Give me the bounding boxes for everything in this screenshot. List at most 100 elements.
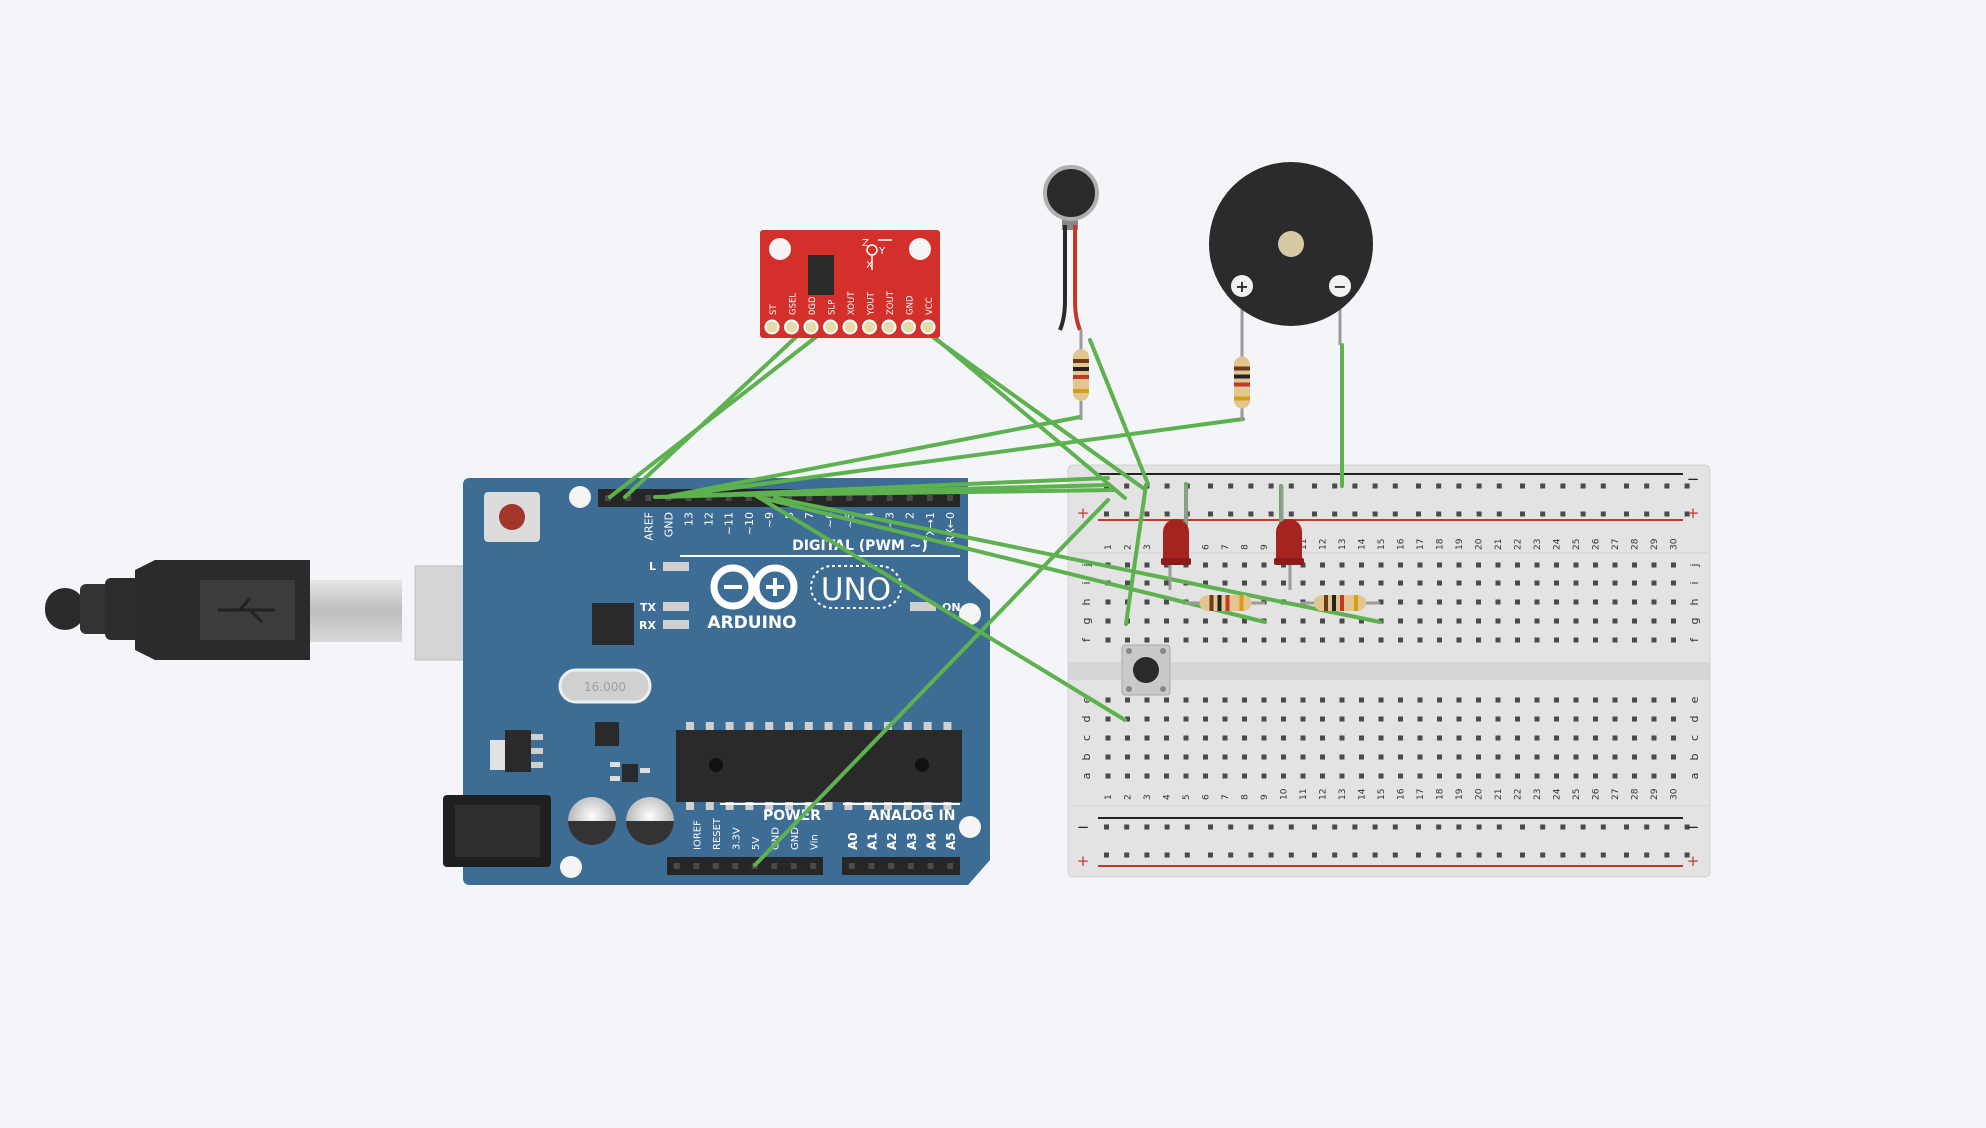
breadboard-hole[interactable] bbox=[1554, 580, 1559, 586]
breadboard-hole[interactable] bbox=[1203, 637, 1208, 643]
rail-hole[interactable] bbox=[1372, 483, 1378, 489]
jumper-wire[interactable] bbox=[678, 417, 1245, 497]
breadboard-hole[interactable] bbox=[1398, 562, 1403, 568]
breadboard-hole[interactable] bbox=[1105, 773, 1111, 779]
breadboard-hole[interactable] bbox=[1534, 599, 1540, 605]
rail-hole[interactable] bbox=[1600, 824, 1606, 830]
breadboard-hole[interactable] bbox=[1671, 562, 1676, 568]
breadboard-hole[interactable] bbox=[1593, 735, 1598, 741]
breadboard-hole[interactable] bbox=[1261, 697, 1267, 703]
breadboard-hole[interactable] bbox=[1398, 697, 1403, 703]
breadboard-hole[interactable] bbox=[1222, 580, 1228, 586]
breadboard-hole[interactable] bbox=[1261, 562, 1267, 568]
breadboard-hole[interactable] bbox=[1144, 618, 1150, 624]
breadboard-hole[interactable] bbox=[1632, 716, 1637, 722]
breadboard-hole[interactable] bbox=[1593, 618, 1598, 624]
breadboard-hole[interactable] bbox=[1144, 697, 1150, 703]
breadboard-hole[interactable] bbox=[1612, 735, 1618, 741]
breadboard-hole[interactable] bbox=[1476, 773, 1481, 779]
breadboard[interactable]: 1122334455667788991010111112121313141415… bbox=[1067, 464, 1711, 878]
breadboard-hole[interactable] bbox=[1515, 562, 1520, 568]
breadboard-hole[interactable] bbox=[1164, 637, 1169, 643]
power-header-strip[interactable] bbox=[667, 857, 823, 875]
breadboard-hole[interactable] bbox=[1495, 580, 1501, 586]
breadboard-hole[interactable] bbox=[1456, 697, 1462, 703]
rail-hole[interactable] bbox=[1644, 852, 1650, 858]
breadboard-hole[interactable] bbox=[1144, 754, 1150, 760]
breadboard-hole[interactable] bbox=[1398, 716, 1403, 722]
breadboard-hole[interactable] bbox=[1495, 735, 1501, 741]
rail-hole[interactable] bbox=[1540, 511, 1546, 517]
breadboard-hole[interactable] bbox=[1203, 716, 1208, 722]
breadboard-hole[interactable] bbox=[1456, 735, 1462, 741]
buzzer-plus-terminal[interactable]: + bbox=[1231, 275, 1253, 297]
breadboard-hole[interactable] bbox=[1554, 773, 1559, 779]
rail-hole[interactable] bbox=[1496, 824, 1502, 830]
header-socket[interactable] bbox=[625, 495, 632, 501]
breadboard-hole[interactable] bbox=[1183, 716, 1189, 722]
rail-hole[interactable] bbox=[1456, 824, 1462, 830]
breadboard-hole[interactable] bbox=[1573, 599, 1579, 605]
rail-hole[interactable] bbox=[1332, 852, 1338, 858]
breadboard-hole[interactable] bbox=[1632, 754, 1637, 760]
rail-hole[interactable] bbox=[1580, 824, 1586, 830]
breadboard-hole[interactable] bbox=[1632, 562, 1637, 568]
breadboard-hole[interactable] bbox=[1632, 735, 1637, 741]
power-jack[interactable] bbox=[443, 795, 551, 867]
rail-hole[interactable] bbox=[1164, 852, 1170, 858]
breadboard-hole[interactable] bbox=[1359, 754, 1364, 760]
breadboard-hole[interactable] bbox=[1651, 580, 1657, 586]
breadboard-hole[interactable] bbox=[1632, 618, 1637, 624]
resistor[interactable] bbox=[1073, 330, 1089, 420]
breadboard-hole[interactable] bbox=[1671, 716, 1676, 722]
breadboard-hole[interactable] bbox=[1378, 754, 1384, 760]
breadboard-hole[interactable] bbox=[1339, 637, 1345, 643]
breadboard-hole[interactable] bbox=[1456, 580, 1462, 586]
rail-hole[interactable] bbox=[1392, 511, 1398, 517]
rail-hole[interactable] bbox=[1456, 483, 1462, 489]
breadboard-hole[interactable] bbox=[1671, 599, 1676, 605]
rail-hole[interactable] bbox=[1164, 511, 1170, 517]
breadboard-hole[interactable] bbox=[1339, 716, 1345, 722]
breadboard-hole[interactable] bbox=[1125, 562, 1130, 568]
breadboard-hole[interactable] bbox=[1515, 773, 1520, 779]
breadboard-hole[interactable] bbox=[1476, 562, 1481, 568]
breadboard-hole[interactable] bbox=[1593, 637, 1598, 643]
breadboard-hole[interactable] bbox=[1456, 754, 1462, 760]
rail-hole[interactable] bbox=[1436, 824, 1442, 830]
breadboard-hole[interactable] bbox=[1534, 562, 1540, 568]
header-socket[interactable] bbox=[888, 863, 895, 869]
rail-hole[interactable] bbox=[1624, 852, 1629, 858]
breadboard-hole[interactable] bbox=[1261, 735, 1267, 741]
breadboard-hole[interactable] bbox=[1554, 735, 1559, 741]
rail-hole[interactable] bbox=[1392, 483, 1398, 489]
rail-hole[interactable] bbox=[1228, 852, 1234, 858]
rail-hole[interactable] bbox=[1312, 483, 1317, 489]
pushbutton[interactable] bbox=[1121, 644, 1171, 696]
breadboard-hole[interactable] bbox=[1612, 562, 1618, 568]
rail-hole[interactable] bbox=[1520, 852, 1525, 858]
header-socket[interactable] bbox=[868, 863, 875, 869]
breadboard-hole[interactable] bbox=[1612, 697, 1618, 703]
breadboard-hole[interactable] bbox=[1203, 562, 1208, 568]
breadboard-hole[interactable] bbox=[1261, 754, 1267, 760]
header-socket[interactable] bbox=[826, 495, 833, 501]
jumper-wire[interactable] bbox=[1088, 338, 1150, 486]
accelerometer-pin[interactable] bbox=[823, 319, 838, 335]
header-socket[interactable] bbox=[947, 863, 954, 869]
jumper-wire[interactable] bbox=[756, 495, 1267, 624]
breadboard-hole[interactable] bbox=[1437, 599, 1442, 605]
breadboard-hole[interactable] bbox=[1417, 637, 1423, 643]
header-socket[interactable] bbox=[848, 863, 855, 869]
breadboard-hole[interactable] bbox=[1242, 580, 1247, 586]
rail-hole[interactable] bbox=[1184, 852, 1190, 858]
breadboard-hole[interactable] bbox=[1378, 637, 1384, 643]
rail-hole[interactable] bbox=[1228, 483, 1234, 489]
breadboard-hole[interactable] bbox=[1554, 562, 1559, 568]
breadboard-hole[interactable] bbox=[1359, 735, 1364, 741]
rail-hole[interactable] bbox=[1644, 511, 1650, 517]
rail-hole[interactable] bbox=[1104, 852, 1109, 858]
rail-hole[interactable] bbox=[1560, 824, 1566, 830]
piezo-buzzer[interactable]: + − bbox=[1209, 162, 1373, 370]
breadboard-hole[interactable] bbox=[1359, 580, 1364, 586]
